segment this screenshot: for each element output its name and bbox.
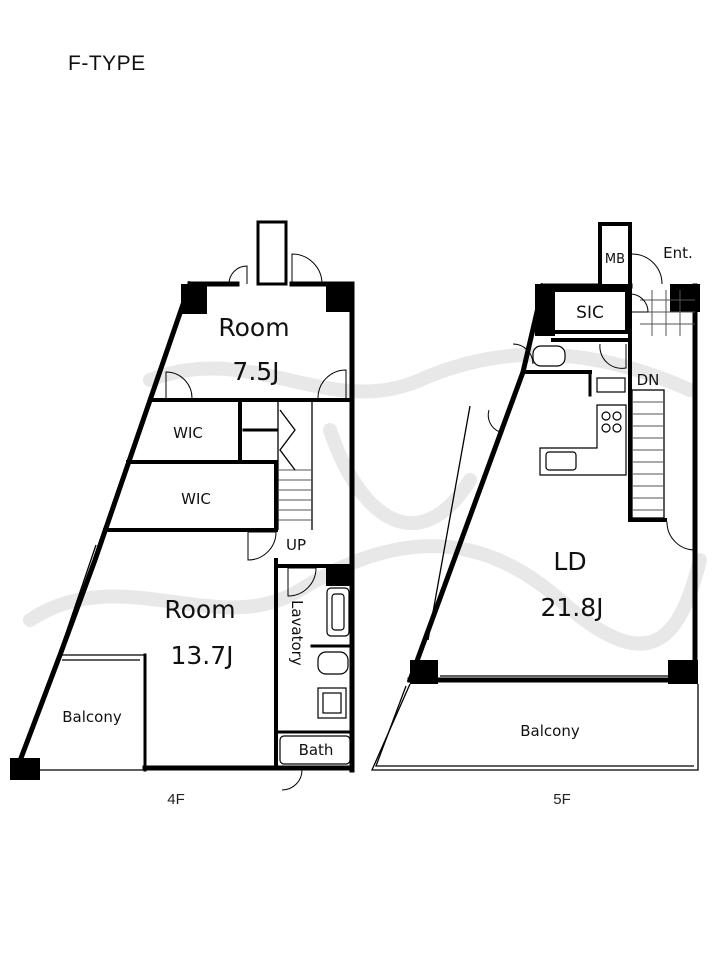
stairs-up: [277, 400, 313, 530]
stair-dn-label: DN: [637, 371, 660, 389]
ld-name: LD: [553, 547, 586, 576]
floor-5f: MB Ent. SIC DN LD 21.8J Balcony 5F: [371, 222, 700, 808]
room-upper-size: 7.5J: [232, 357, 279, 386]
sic-label: SIC: [576, 303, 604, 323]
lavatory-label: Lavatory: [288, 600, 306, 666]
floor-label-4f: 4F: [167, 791, 185, 808]
wic-lower-label: WIC: [181, 490, 211, 508]
entrance-tiles: [640, 290, 695, 336]
floor-4f: Room 7.5J WIC WIC UP Room 13.7J Lavatory…: [10, 220, 355, 808]
mb-label: MB: [605, 252, 625, 267]
watermark: [23, 347, 707, 651]
ld-size: 21.8J: [540, 593, 603, 622]
balcony-5f-label: Balcony: [520, 722, 580, 740]
kitchen-counter: [539, 404, 627, 476]
stair-up-label: UP: [286, 536, 306, 554]
floor-label-5f: 5F: [553, 791, 571, 808]
bath-label: Bath: [299, 741, 334, 759]
room-upper-name: Room: [218, 313, 289, 342]
page-title: F-TYPE: [68, 52, 146, 75]
room-lower-size: 13.7J: [170, 641, 233, 670]
room-lower-name: Room: [164, 595, 235, 624]
entrance-label: Ent.: [663, 244, 693, 262]
balcony-4f-label: Balcony: [62, 708, 122, 726]
wic-upper-label: WIC: [173, 424, 203, 442]
stairs-down: [631, 389, 665, 519]
